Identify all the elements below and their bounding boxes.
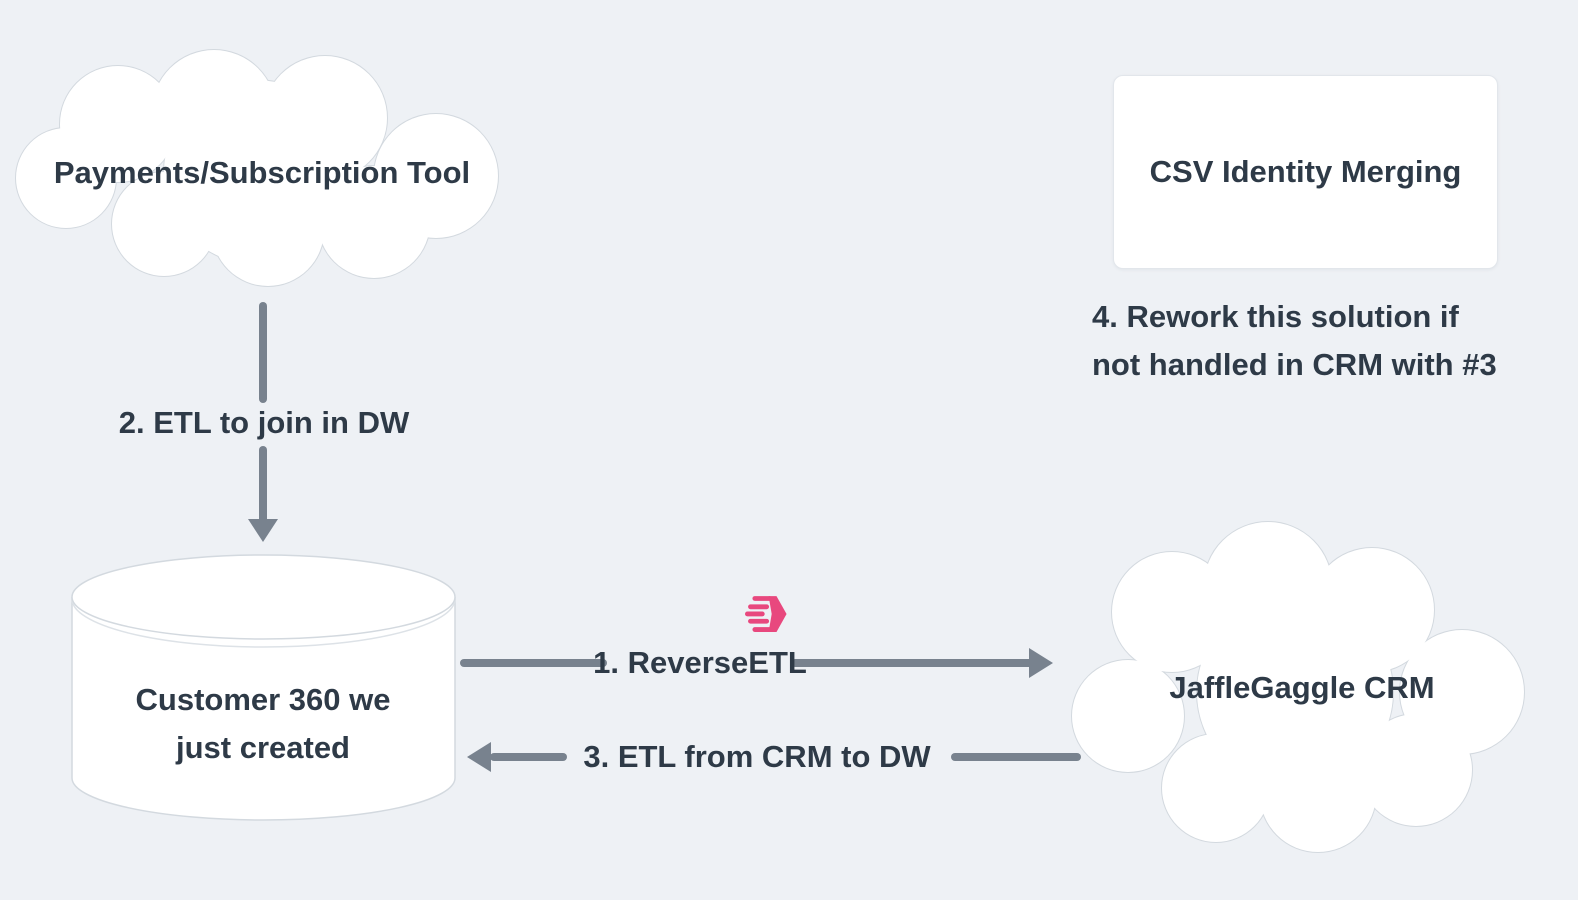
rework-note-line1: 4. Rework this solution if: [1092, 299, 1459, 334]
edge-etl-from-crm-label: 3. ETL from CRM to DW: [583, 739, 931, 774]
edge-reverse-etl-label: 1. ReverseETL: [593, 645, 807, 680]
edge-etl-from-crm-arrow: [467, 742, 1081, 772]
customer360-label-line2: just created: [175, 730, 350, 765]
crm-label: JaffleGaggle CRM: [1169, 670, 1435, 705]
crm-cloud-shape: [1071, 521, 1525, 853]
edge-reverse-etl-arrow: [460, 648, 1053, 678]
customer360-cylinder-shape: [71, 554, 456, 821]
hightouch-icon: [745, 596, 787, 632]
edge-etl-to-dw-arrow: [248, 302, 278, 542]
csv-identity-box: CSV Identity Merging: [1113, 75, 1498, 269]
csv-identity-label: CSV Identity Merging: [1149, 154, 1462, 189]
edge-etl-to-dw-label: 2. ETL to join in DW: [118, 405, 410, 440]
payments-cloud-shape: [15, 49, 499, 287]
rework-note: 4. Rework this solution if not handled i…: [1092, 293, 1497, 389]
customer360-label: Customer 360 we just created: [136, 676, 391, 772]
rework-note-line2: not handled in CRM with #3: [1092, 347, 1497, 382]
customer360-label-line1: Customer 360 we: [135, 682, 391, 717]
payments-label: Payments/Subscription Tool: [53, 155, 471, 190]
